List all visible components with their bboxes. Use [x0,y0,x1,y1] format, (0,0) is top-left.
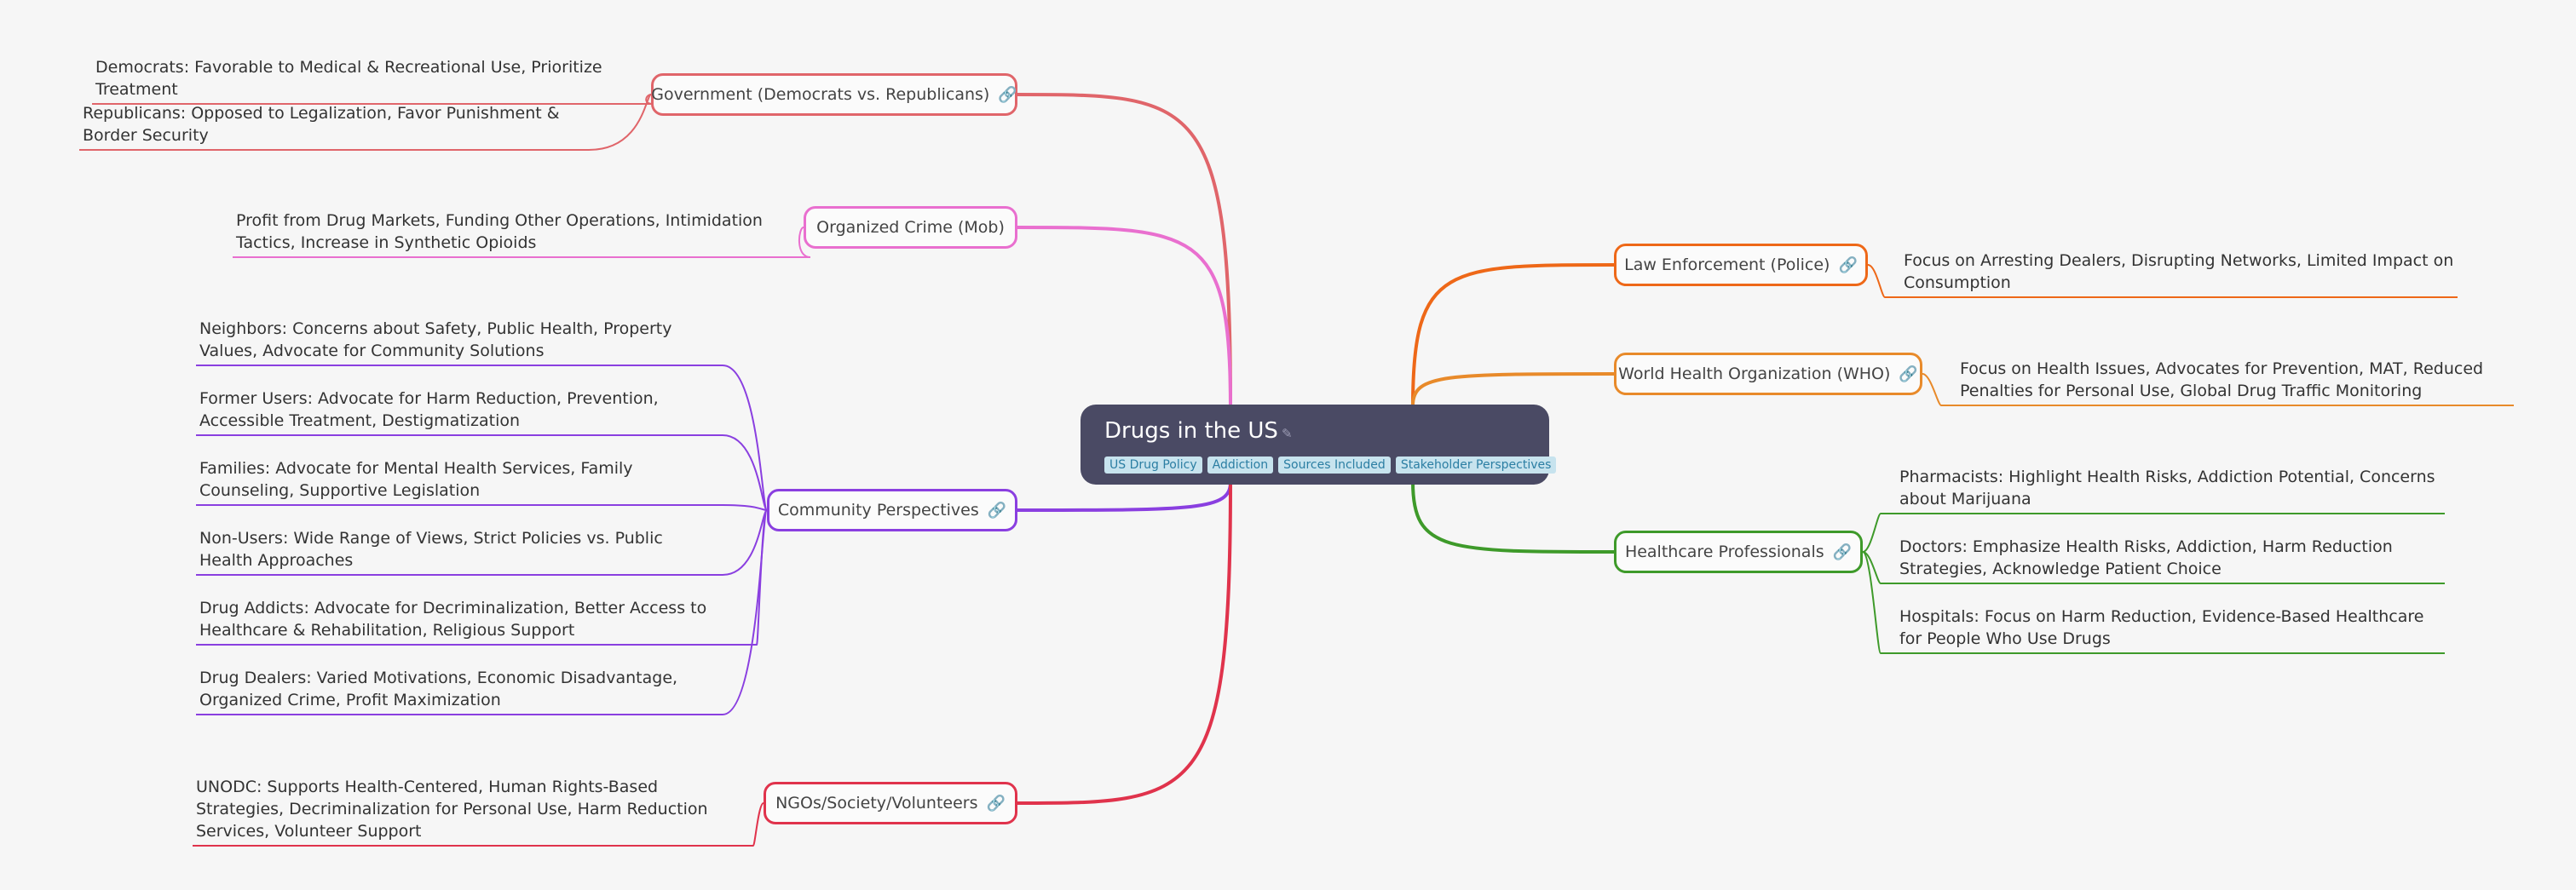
tag-us-drug-policy[interactable]: US Drug Policy [1104,456,1202,474]
branch-label: NGOs/Society/Volunteers [775,794,978,812]
branch-ngos[interactable]: NGOs/Society/Volunteers 🔗 [764,782,1017,824]
leaf-connector [233,227,811,258]
leaf-connector [1862,551,2445,584]
branch-organized-crime[interactable]: Organized Crime (Mob) [804,206,1017,249]
leaf-connector [79,94,652,151]
leaf-non-users[interactable]: Non-Users: Wide Range of Views, Strict P… [199,529,663,570]
branch-label: Healthcare Professionals [1624,543,1824,561]
branch-law-enforcement[interactable]: Law Enforcement (Police) 🔗 [1614,244,1868,286]
link-icon[interactable]: 🔗 [1832,543,1853,561]
leaf-republicans[interactable]: Republicans: Opposed to Legalization, Fa… [83,104,560,145]
link-icon[interactable]: 🔗 [987,501,1007,520]
leaf-connector [196,434,768,511]
leaf-who[interactable]: Focus on Health Issues, Advocates for Pr… [1960,359,2484,400]
leaf-neighbors[interactable]: Neighbors: Concerns about Safety, Public… [199,319,672,360]
link-icon[interactable]: 🔗 [1838,256,1858,274]
leaf-doctors[interactable]: Doctors: Emphasize Health Risks, Addicti… [1899,537,2393,578]
tag-stakeholder-perspectives[interactable]: Stakeholder Perspectives [1395,456,1557,474]
root-topic[interactable]: Drugs in the US✎ US Drug Policy Addictio… [1081,405,1557,485]
leaf-hospitals[interactable]: Hospitals: Focus on Harm Reduction, Evid… [1899,607,2424,648]
leaf-organized-crime[interactable]: Profit from Drug Markets, Funding Other … [236,211,763,252]
leaf-drug-dealers[interactable]: Drug Dealers: Varied Motivations, Econom… [199,669,678,709]
leaf-connector [1867,264,2458,298]
note-icon[interactable]: ✎ [1281,426,1293,441]
branch-connector [1411,372,1615,406]
leaf-connector [196,365,768,511]
link-icon[interactable]: 🔗 [1899,365,1918,383]
branch-label: World Health Organization (WHO) [1618,365,1891,383]
branch-label: Law Enforcement (Police) [1624,256,1830,274]
branch-label: Community Perspectives [777,501,979,520]
root-tags: US Drug Policy Addiction Sources Include… [1104,456,1557,474]
leaf-unodc[interactable]: UNODC: Supports Health-Centered, Human R… [196,778,708,841]
tag-addiction[interactable]: Addiction [1207,456,1274,474]
leaf-connector [1862,551,2445,654]
tag-sources-included[interactable]: Sources Included [1278,456,1391,474]
leaf-families[interactable]: Families: Advocate for Mental Health Ser… [199,459,633,500]
branch-connector [1411,263,1615,406]
branch-government[interactable]: Government (Democrats vs. Republicans) 🔗 [651,73,1017,116]
leaf-drug-addicts[interactable]: Drug Addicts: Advocate for Decriminaliza… [199,599,707,640]
branch-connector [1017,481,1232,512]
link-icon[interactable]: 🔗 [986,794,1006,812]
leaf-connector [196,509,768,715]
link-icon[interactable]: 🔗 [998,85,1017,104]
root-title: Drugs in the US [1104,418,1278,444]
branch-connector [1017,93,1232,406]
leaf-law-enforcement[interactable]: Focus on Arresting Dealers, Disrupting N… [1904,251,2454,292]
branch-connector [1411,481,1615,554]
leaf-connector [1922,373,2514,406]
branch-connector [1017,481,1232,805]
leaf-pharmacists[interactable]: Pharmacists: Highlight Health Risks, Add… [1899,468,2435,508]
branch-label: Organized Crime (Mob) [816,218,1005,237]
branch-healthcare-professionals[interactable]: Healthcare Professionals 🔗 [1614,531,1863,573]
branch-who[interactable]: World Health Organization (WHO) 🔗 [1614,353,1922,395]
leaf-connector [1862,513,2445,553]
leaf-connector [193,802,764,847]
leaf-democrats[interactable]: Democrats: Favorable to Medical & Recrea… [95,58,602,99]
leaf-connector [196,504,768,511]
branch-connector [1017,226,1232,406]
leaf-former-users[interactable]: Former Users: Advocate for Harm Reductio… [199,389,659,430]
branch-label: Government (Democrats vs. Republicans) [651,85,990,104]
branch-community-perspectives[interactable]: Community Perspectives 🔗 [767,489,1017,531]
